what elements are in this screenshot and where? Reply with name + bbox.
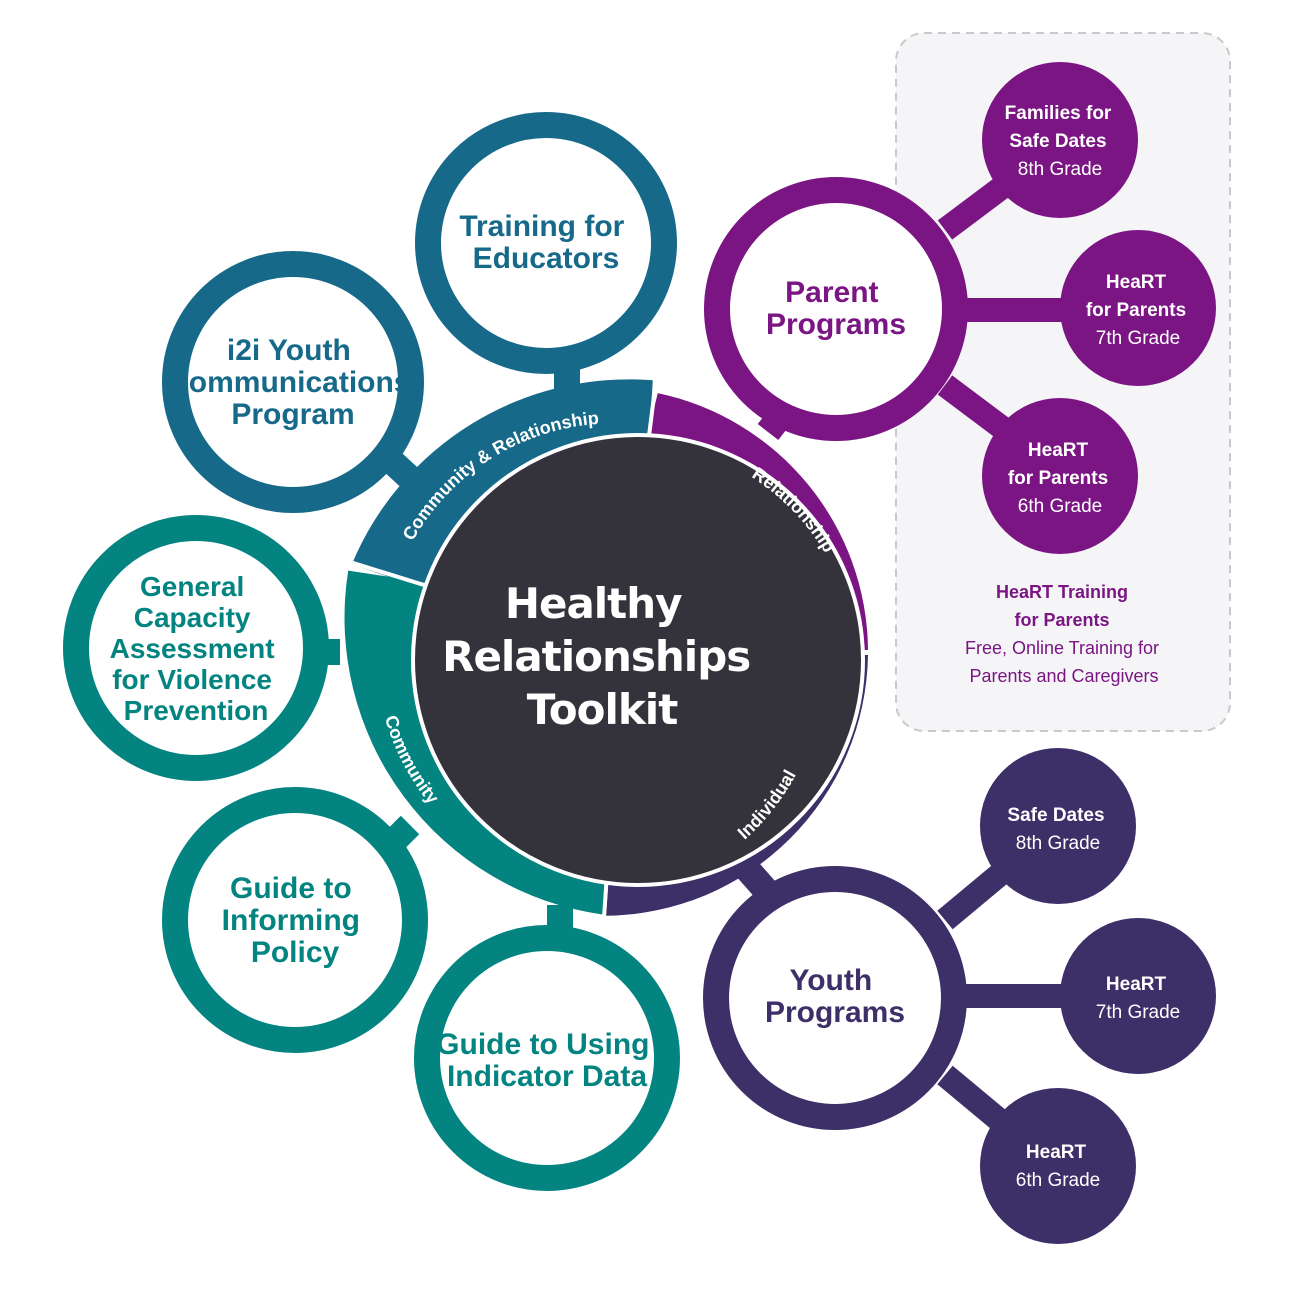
node-i2i-line2: Communications [167, 366, 410, 399]
center-circle [413, 435, 863, 885]
note-desc-line1: Free, Online Training for [965, 638, 1159, 658]
node-i2i-line1: i2i Youth [227, 334, 351, 367]
youth-sub-0-grade: 8th Grade [1016, 833, 1101, 854]
parent-sub-2-grade: 6th Grade [1018, 496, 1103, 517]
svg-text:HeaRT for Parents: HeaRT for Parents 6th Grade [1008, 440, 1112, 517]
node-training-educators[interactable]: Training for Educators [415, 112, 677, 374]
node-parent-line2: Programs [766, 308, 906, 341]
svg-text:Safe Dates 8th Grade: Safe Dates 8th Grade [1007, 805, 1108, 854]
parent-sub-1-line1: HeaRT [1106, 272, 1167, 293]
svg-text:Guide to Informing: Guide to Informing Policy [222, 872, 369, 969]
parent-sub-2-line1: HeaRT [1028, 440, 1089, 461]
parent-sub-0-line1: Families for [1005, 103, 1112, 124]
node-i2i-youth[interactable]: i2i Youth Communications Program [162, 251, 424, 513]
note-title-line1: HeaRT Training [996, 582, 1128, 602]
note-title-line2: for Parents [1014, 610, 1109, 630]
node-youth-line1: Youth [789, 964, 872, 997]
parent-sub-2-line2: for Parents [1008, 468, 1108, 489]
center-title-line3: Toolkit [527, 685, 679, 734]
svg-text:Guide to Using Indicator: Guide to Using Indicator Data [436, 1028, 658, 1093]
parent-sub-0-grade: 8th Grade [1018, 159, 1103, 180]
node-policy-line3: Policy [251, 936, 340, 969]
parent-sub-0-line2: Safe Dates [1009, 131, 1106, 152]
svg-text:Youth Programs: Youth Programs [765, 964, 905, 1029]
svg-text:i2i Youth Communications: i2i Youth Communications Program [167, 334, 419, 431]
parent-sub-heart-6th[interactable]: HeaRT for Parents 6th Grade [982, 398, 1138, 554]
svg-text:Parent Programs: Parent Programs [766, 276, 906, 341]
info-note: HeaRT Training for Parents Free, Online … [965, 582, 1163, 686]
youth-sub-1-grade: 7th Grade [1096, 1002, 1181, 1023]
band-relationship [645, 393, 868, 650]
svg-text:Families for Safe Dates: Families for Safe Dates 8th Grade [1005, 103, 1116, 180]
svg-text:HeaRT for Parents: HeaRT for Parents 7th Grade [1086, 272, 1190, 349]
node-youth-programs[interactable]: Youth Programs [703, 866, 967, 1130]
node-capacity-line2: Capacity [134, 602, 251, 633]
youth-sub-2-line1: HeaRT [1026, 1142, 1087, 1163]
node-capacity-line4: for Violence [112, 664, 272, 695]
node-policy-line1: Guide to [230, 872, 352, 905]
youth-sub-heart-7th[interactable]: HeaRT 7th Grade [1060, 918, 1216, 1074]
youth-sub-heart-6th[interactable]: HeaRT 6th Grade [980, 1088, 1136, 1244]
youth-sub-0-line1: Safe Dates [1007, 805, 1104, 826]
node-capacity-line1: General [140, 571, 244, 602]
parent-sub-1-line2: for Parents [1086, 300, 1186, 321]
svg-text:Healthy Relationships: Healthy Relationships Toolkit [442, 579, 764, 734]
svg-text:General Capacity A: General Capacity Assessment for Violence… [110, 571, 283, 726]
node-youth-line2: Programs [765, 996, 905, 1029]
parent-sub-heart-7th[interactable]: HeaRT for Parents 7th Grade [1060, 230, 1216, 386]
node-indicator-line2: Indicator Data [447, 1060, 647, 1093]
node-training-educators-line1: Training for [459, 210, 624, 243]
center-title-line1: Healthy [505, 579, 682, 628]
node-capacity-assessment[interactable]: General Capacity Assessment for Violence… [63, 515, 329, 781]
node-training-educators-line2: Educators [473, 242, 620, 275]
svg-text:Training for Educators: Training for Educators [459, 210, 632, 275]
node-capacity-line3: Assessment [110, 633, 275, 664]
node-indicator-data[interactable]: Guide to Using Indicator Data [414, 925, 680, 1191]
svg-text:HeaRT 7th Grade: HeaRT 7th Grade [1096, 974, 1181, 1023]
node-parent-programs[interactable]: Parent Programs [704, 177, 968, 441]
node-capacity-line5: Prevention [124, 695, 269, 726]
youth-sub-1-line1: HeaRT [1106, 974, 1167, 995]
node-parent-line1: Parent [785, 276, 878, 309]
svg-text:HeaRT 6th Grade: HeaRT 6th Grade [1016, 1142, 1101, 1191]
parent-sub-families-safe-dates[interactable]: Families for Safe Dates 8th Grade [982, 62, 1138, 218]
note-desc-line2: Parents and Caregivers [969, 666, 1158, 686]
center-title-line2: Relationships [442, 632, 750, 681]
node-policy-line2: Informing [222, 904, 360, 937]
youth-sub-safe-dates[interactable]: Safe Dates 8th Grade [980, 748, 1136, 904]
youth-sub-2-grade: 6th Grade [1016, 1170, 1101, 1191]
node-i2i-line3: Program [231, 398, 354, 431]
node-indicator-line1: Guide to Using [436, 1028, 649, 1061]
node-informing-policy[interactable]: Guide to Informing Policy [162, 787, 428, 1053]
parent-sub-1-grade: 7th Grade [1096, 328, 1181, 349]
